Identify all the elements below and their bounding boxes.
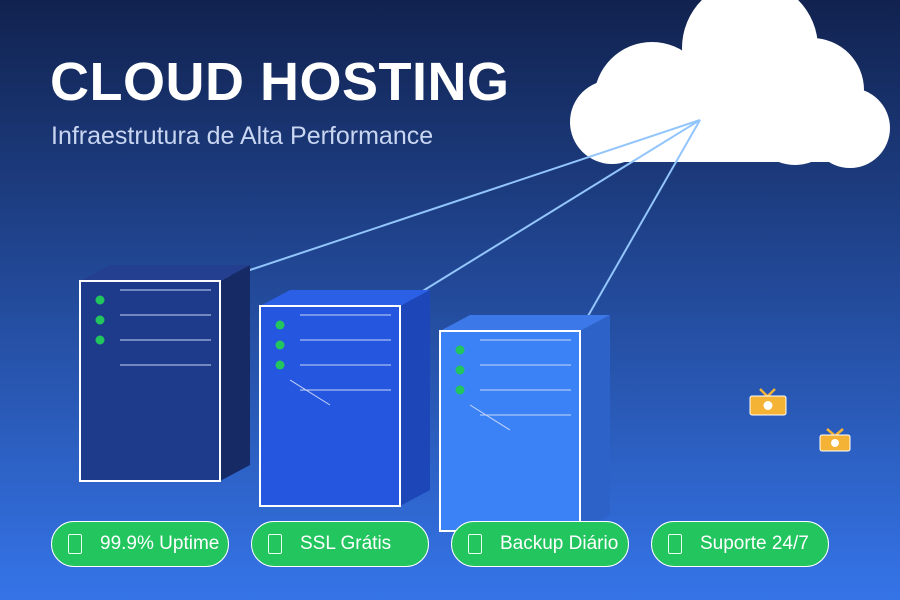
status-led — [275, 340, 285, 350]
drive-bay-lines — [289, 314, 391, 406]
status-led — [95, 315, 105, 325]
drive-bay-lines — [469, 339, 571, 431]
server-side-face — [580, 315, 610, 531]
status-led — [95, 295, 105, 305]
status-led — [455, 365, 465, 375]
feature-label: SSL Grátis — [300, 533, 392, 554]
placeholder-glyph-icon — [68, 534, 82, 554]
link-line-server-1 — [219, 119, 701, 281]
cloud-icon — [570, 0, 890, 168]
feature-badge-ssl: SSL Grátis — [251, 521, 429, 567]
status-leds — [95, 295, 105, 345]
feature-label: Backup Diário — [500, 533, 619, 554]
feature-badge-uptime: 99.9% Uptime — [51, 521, 229, 567]
status-led — [275, 320, 285, 330]
feature-badge-backup: Backup Diário — [451, 521, 629, 567]
server-tower-icon — [259, 290, 430, 507]
server-front-face — [79, 280, 221, 482]
placeholder-glyph-icon — [468, 534, 482, 554]
server-side-face — [400, 290, 430, 506]
server-front-face — [439, 330, 581, 532]
server-side-face — [220, 265, 250, 481]
status-led — [455, 385, 465, 395]
feature-label: 99.9% Uptime — [100, 533, 220, 554]
link-line-server-3 — [579, 119, 701, 331]
feature-label: Suporte 24/7 — [700, 533, 809, 554]
network-links — [219, 119, 701, 331]
feature-badge-support: Suporte 24/7 — [651, 521, 829, 567]
server-top-face — [440, 315, 610, 331]
placeholder-glyph-icon — [668, 534, 682, 554]
server-tower-icon — [439, 315, 610, 532]
server-front-face — [259, 305, 401, 507]
server-top-face — [260, 290, 430, 306]
page-subtitle: Infraestrutura de Alta Performance — [51, 122, 434, 150]
status-leds — [275, 320, 285, 370]
server-top-face — [80, 265, 250, 281]
server-tower-icon — [79, 265, 250, 482]
page-title: CLOUD HOSTING — [50, 52, 510, 112]
placeholder-glyph-icon — [268, 534, 282, 554]
tv-marker-icon — [749, 388, 787, 416]
drive-bay-lines — [120, 289, 211, 366]
status-led — [275, 360, 285, 370]
status-led — [455, 345, 465, 355]
status-led — [95, 335, 105, 345]
tv-marker-icon — [819, 428, 851, 452]
status-leds — [455, 345, 465, 395]
link-line-server-2 — [399, 119, 701, 306]
